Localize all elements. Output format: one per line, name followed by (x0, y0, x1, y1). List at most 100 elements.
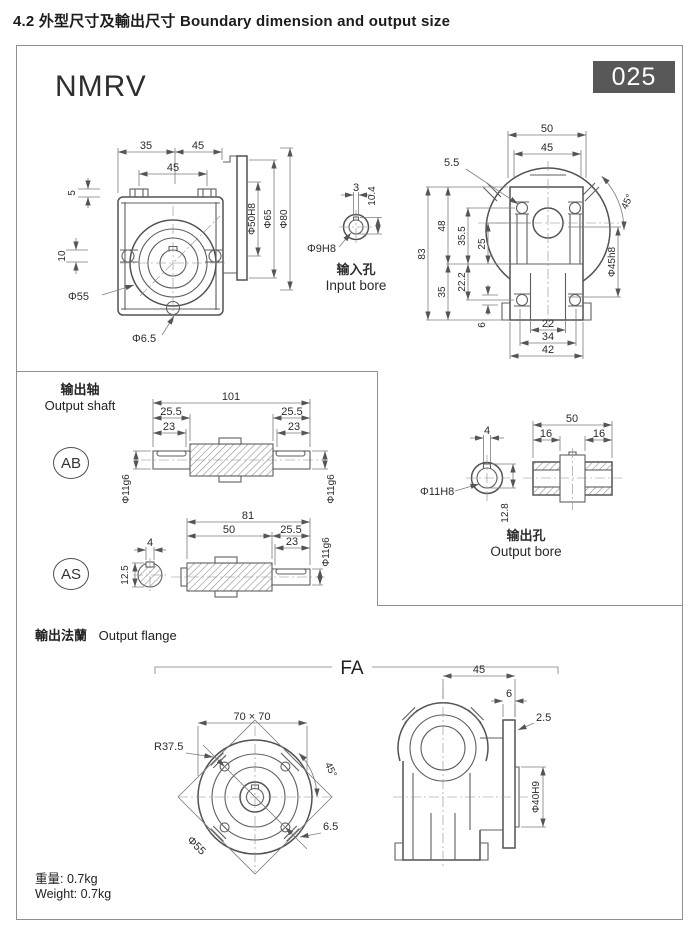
flange-label-en: Output flange (98, 628, 177, 643)
dim-label: 35.5 (457, 226, 468, 246)
dim-label: 16 (540, 428, 552, 440)
flange-side-linework (393, 689, 528, 868)
dim-label: Φ40H9 (531, 781, 542, 813)
dim-label: 101 (222, 391, 240, 403)
as-dimensions: 4 12.5 81 50 25.5 23 Φ11g6 (120, 510, 332, 588)
dim-label: 23 (288, 421, 300, 433)
dim-label: 42 (542, 344, 554, 356)
output-bore-linework (466, 448, 622, 510)
dim-label: Φ55 (68, 291, 89, 303)
ab-dimensions: 101 25.5 25.5 23 23 Φ11g6 Φ11g6 (121, 391, 337, 504)
flange-section-label: 輸出法蘭 Output flange (35, 628, 177, 644)
dim-label: 6 (477, 322, 488, 328)
dim-label: 48 (437, 220, 448, 232)
output-bore-label-cn: 输出孔 (506, 528, 545, 543)
model-name: NMRV (55, 70, 147, 103)
dim-label: 35 (140, 140, 152, 152)
dim-label: Φ65 (263, 209, 274, 229)
dim-label: Φ9H8 (307, 243, 336, 255)
dim-label: 50 (541, 123, 553, 135)
dim-label: 10.4 (367, 186, 378, 206)
output-shaft-label-en: Output shaft (44, 398, 116, 413)
dim-label: 4 (147, 537, 153, 549)
front-view-linework (117, 155, 248, 322)
dim-label: Φ11g6 (326, 474, 337, 504)
front-view-drawing: 35 45 45 5 10 Φ55 Φ6.5 Φ50H8 Φ65 Φ80 (57, 140, 293, 345)
dim-label: 22.2 (457, 272, 468, 292)
dim-label: 23 (286, 536, 298, 548)
dim-label: Φ45h8 (607, 246, 618, 277)
divider-horizontal-right (377, 605, 683, 606)
dim-label: 3 (353, 182, 359, 194)
dim-label: 12.8 (500, 503, 511, 523)
flange-front-dimensions: 70 × 70 Φ55 R37.5 45° 6.5 (154, 711, 338, 875)
dim-label: Φ50H8 (247, 203, 258, 235)
dim-label: 2.5 (536, 712, 551, 724)
fa-bracket: FA (154, 658, 559, 679)
dim-label: Φ11g6 (121, 474, 132, 504)
input-bore-dimensions: 3 10.4 Φ9H8 输入孔 Input bore (307, 182, 386, 293)
panel-border (16, 45, 683, 920)
dim-label: 45 (167, 162, 179, 174)
dim-label: R37.5 (154, 741, 183, 753)
ab-linework (141, 437, 323, 483)
size-badge: 025 (593, 61, 675, 93)
dim-label: 45 (541, 142, 553, 154)
dim-label: 25.5 (280, 524, 301, 536)
page-title: 4.2 外型尺寸及輸出尺寸 Boundary dimension and out… (13, 13, 451, 30)
dim-label: 12.5 (120, 565, 131, 585)
output-shaft-section-label: 输出轴 Output shaft (38, 382, 122, 414)
as-label: AS (60, 565, 81, 583)
output-bore-drawing: 4 Φ11H8 12.8 50 16 16 输出孔 Output bore (420, 413, 622, 559)
dim-label: Φ55 (184, 834, 207, 857)
output-shaft-as-drawing: 4 12.5 81 50 25.5 23 Φ11g6 (120, 510, 332, 598)
divider-vertical (377, 371, 378, 605)
output-bore-label-en: Output bore (490, 544, 561, 559)
input-bore-linework (339, 210, 373, 245)
ab-label: AB (60, 454, 81, 472)
dim-label: 83 (417, 248, 428, 260)
dim-label: Φ80 (279, 209, 290, 229)
rear-view-linework (478, 161, 622, 328)
weight-en: Weight: 0.7kg (35, 887, 112, 901)
dim-label: 5 (67, 190, 78, 196)
dim-label: 25 (477, 238, 488, 250)
dim-label: 45° (322, 761, 338, 779)
dim-label: 6 (506, 688, 512, 700)
output-shaft-ab-drawing: 101 25.5 25.5 23 23 Φ11g6 Φ11g6 (121, 391, 337, 504)
dim-label: 23 (163, 421, 175, 433)
flange-side-drawing: 45 6 2.5 Φ40H9 (393, 664, 551, 868)
flange-side-dimensions: 45 6 2.5 Φ40H9 (442, 664, 551, 828)
dim-label: 34 (542, 331, 554, 343)
dim-label: Φ11g6 (321, 537, 332, 567)
variant-as-marker: AS (53, 558, 89, 590)
dim-label: 35 (437, 286, 448, 298)
dim-label: 45 (192, 140, 204, 152)
dim-label: 10 (57, 250, 68, 262)
output-shaft-label-cn: 输出轴 (60, 382, 100, 397)
divider-horizontal-left (16, 371, 377, 372)
input-bore-label-cn: 输入孔 (336, 262, 375, 277)
dim-label: 6.5 (323, 821, 338, 833)
as-linework (133, 556, 325, 598)
weight-note: 重量: 0.7kg Weight: 0.7kg (35, 872, 111, 902)
variant-ab-marker: AB (53, 447, 89, 479)
rear-view-drawing: 50 45 5.5 45° 83 48 35 35.5 25 22.2 6 (417, 123, 636, 359)
dim-label: 50 (566, 413, 578, 425)
output-bore-dimensions: 4 Φ11H8 12.8 50 16 16 输出孔 Output bore (420, 413, 613, 559)
dim-label: Φ11H8 (420, 486, 454, 498)
dim-label: 16 (593, 428, 605, 440)
input-bore-label-en: Input bore (326, 278, 387, 293)
front-view-dimensions: 35 45 45 5 10 Φ55 Φ6.5 Φ50H8 Φ65 Φ80 (57, 140, 293, 345)
input-bore-drawing: 3 10.4 Φ9H8 输入孔 Input bore (307, 182, 386, 293)
dim-label: 70 × 70 (233, 711, 270, 723)
flange-front-drawing: 70 × 70 Φ55 R37.5 45° 6.5 (154, 711, 338, 875)
dim-label: 45 (473, 664, 485, 676)
dim-label: 81 (242, 510, 254, 522)
dim-label: Φ6.5 (132, 333, 156, 345)
dim-label: 5.5 (444, 157, 459, 169)
dim-label: 45° (620, 193, 636, 211)
dim-label: 25.5 (281, 406, 302, 418)
dim-label: 25.5 (160, 406, 181, 418)
